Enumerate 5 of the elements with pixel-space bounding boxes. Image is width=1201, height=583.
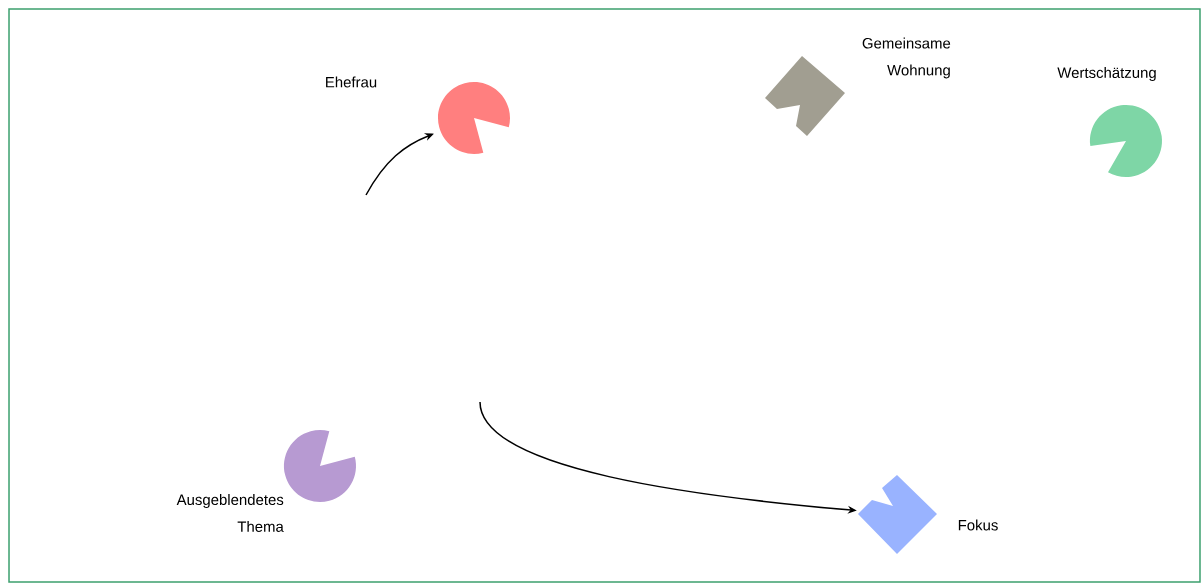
- node-label: Fokus: [958, 519, 998, 531]
- node-label: Ehefrau: [326, 76, 377, 88]
- node-label: Wertschätzung: [1057, 67, 1156, 81]
- node-label: Gemeinsame Wohnung: [862, 37, 951, 79]
- node-label: Ausgeblendetes Thema: [176, 494, 284, 532]
